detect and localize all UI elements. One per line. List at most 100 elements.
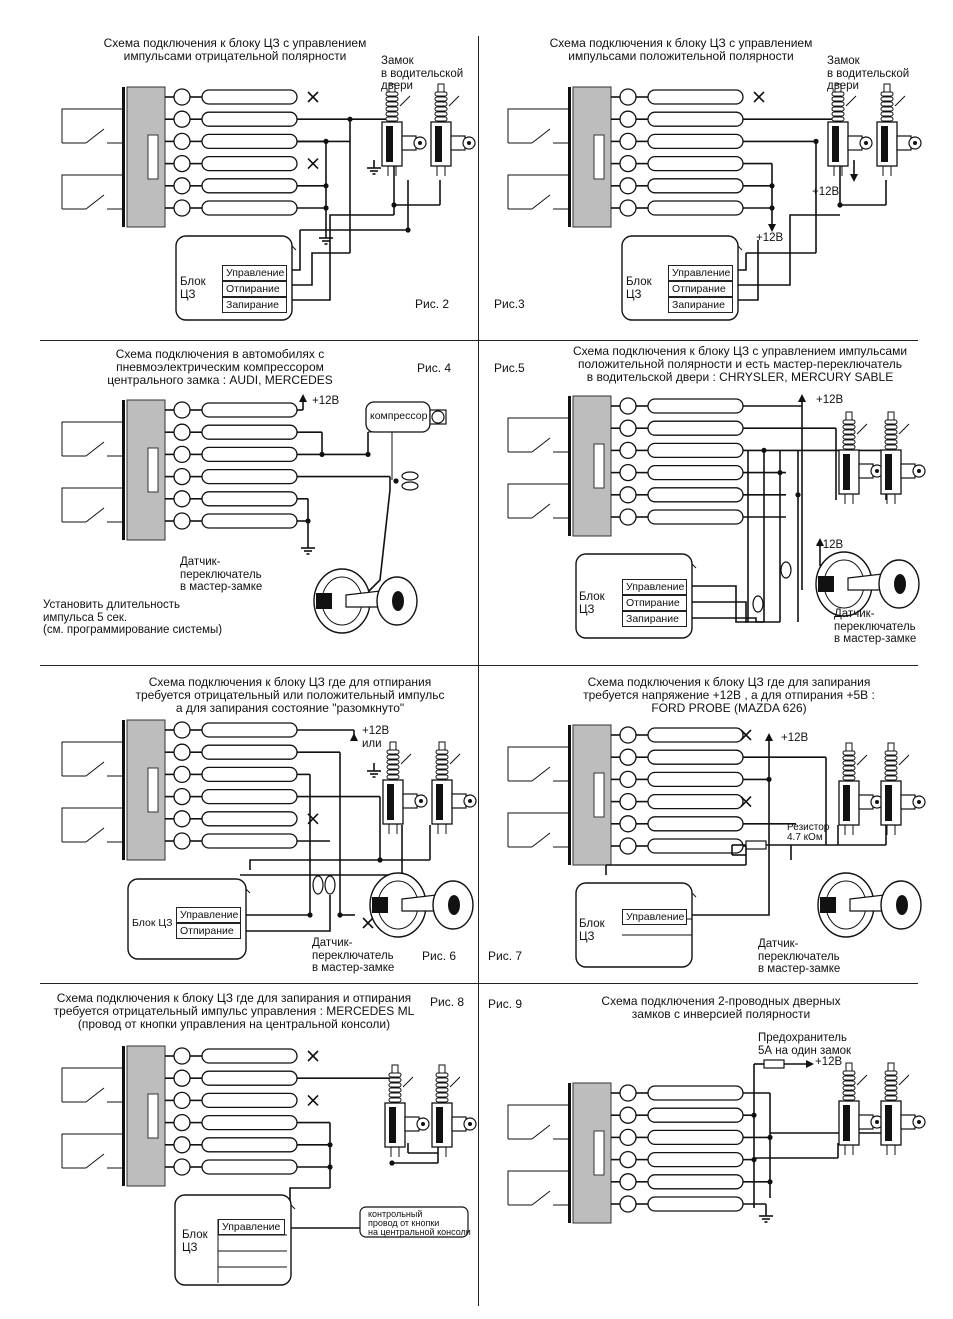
actuator-lever	[448, 95, 460, 107]
actuator-spring	[388, 1097, 402, 1103]
arrow-up	[299, 394, 307, 402]
actuator-pivot-center	[418, 141, 422, 145]
unit-label: Блок ЦЗ	[180, 276, 206, 301]
wire-sleeve	[201, 424, 298, 440]
actuator-spring	[884, 444, 898, 450]
door-lock-label: Замок в водительской двери	[827, 55, 910, 92]
junction-dot	[813, 138, 819, 144]
pin-socket	[173, 832, 191, 850]
actuator-spring	[831, 91, 845, 97]
junction-dot	[389, 1160, 395, 1166]
actuator-spring	[884, 424, 898, 430]
actuator-spring	[385, 111, 399, 117]
horizontal-divider-1	[40, 340, 918, 341]
cut-mark	[740, 729, 752, 741]
panel-fig8: Схема подключения к блоку ЦЗ где для зап…	[0, 983, 478, 1319]
wire-sleeve	[201, 491, 298, 507]
actuator-spring	[842, 1080, 856, 1086]
terminal-control: Управление	[218, 1219, 285, 1235]
junction-dot	[323, 183, 329, 189]
junction-dot	[327, 1142, 333, 1148]
pin-socket	[173, 512, 191, 530]
actuator-rod	[887, 742, 895, 752]
actuator-rod	[883, 83, 891, 93]
figure-number: Рис.5	[494, 361, 525, 375]
actuator-spring	[435, 774, 449, 780]
junction-dot	[769, 205, 775, 211]
actuator-lever	[449, 753, 461, 765]
relay-contact	[531, 1190, 551, 1206]
panel-fig2: Схема подключения к блоку ЦЗ с управлени…	[0, 0, 478, 340]
actuator-spring	[842, 424, 856, 430]
relay-wire	[507, 1170, 570, 1205]
wire-sleeve	[647, 1174, 744, 1190]
panel-title: Схема подключения к блоку ЦЗ где для зап…	[583, 675, 875, 715]
figure-number: Рис. 9	[488, 997, 523, 1011]
wire-sleeve	[647, 838, 744, 854]
pin-socket	[173, 1158, 191, 1176]
actuator-spring	[385, 91, 399, 97]
actuator-spring	[880, 116, 894, 122]
actuator-rod	[388, 83, 396, 93]
relay-wire	[507, 1104, 570, 1139]
control-unit-box	[174, 1194, 292, 1286]
wire-sleeve	[647, 771, 744, 788]
actuator-stripe	[435, 126, 442, 162]
actuator-spring	[842, 1085, 856, 1091]
junction-dot	[751, 1112, 757, 1118]
actuator-stripe	[885, 1105, 892, 1141]
pin-socket	[619, 815, 637, 833]
panel-fig3: Схема подключения к блоку ЦЗ с управлени…	[446, 0, 924, 340]
actuator-stripe	[387, 784, 394, 820]
console-wire-label: контрольный провод от кнопки на централь…	[368, 1209, 471, 1237]
key-cylinder-band	[820, 897, 836, 913]
actuator-spring	[388, 1072, 402, 1078]
cutter-handle	[401, 481, 419, 491]
wire-sleeve	[201, 468, 298, 485]
connector-latch	[147, 447, 159, 493]
actuator-spring	[880, 96, 894, 102]
relay-contact	[531, 766, 551, 782]
key-hole	[448, 895, 460, 915]
actuator-spring	[884, 760, 898, 766]
wire-sleeve	[647, 442, 744, 459]
actuator-spring	[435, 759, 449, 765]
cut-mark	[307, 1050, 319, 1062]
pin-socket	[619, 132, 637, 151]
actuator-stripe	[881, 126, 888, 162]
actuator-spring	[388, 1092, 402, 1098]
actuator-pivot-center	[917, 1120, 921, 1124]
actuator-spring	[388, 1087, 402, 1093]
actuator-spring	[831, 101, 845, 107]
pin-socket	[619, 463, 637, 482]
actuator-pivot-center	[917, 800, 921, 804]
connector-housing	[572, 724, 612, 866]
actuator-stripe	[885, 454, 892, 490]
pin-socket	[173, 1113, 191, 1132]
fuse	[763, 1059, 785, 1069]
terminal-lock: Запирание	[668, 297, 733, 313]
terminal-control: Управление	[622, 579, 687, 595]
actuator-lever	[856, 1074, 868, 1086]
pin-socket	[173, 721, 191, 739]
actuator-lever	[898, 1074, 910, 1086]
console-wire-box	[359, 1206, 469, 1238]
box-shadow	[737, 245, 743, 251]
actuator-spring	[842, 770, 856, 776]
wire-sleeve	[201, 1159, 298, 1175]
junction-dot	[761, 447, 767, 453]
junction-dot	[305, 518, 311, 524]
cut-mark	[307, 1094, 319, 1106]
junction-dot	[777, 470, 783, 476]
connector-latch	[593, 1130, 605, 1176]
actuator-spring	[842, 1095, 856, 1101]
pin-socket	[173, 1091, 191, 1110]
actuator-spring	[435, 1097, 449, 1103]
wire-sleeve	[647, 509, 744, 525]
box-shadow	[245, 888, 251, 894]
plus12v-label: +12В	[816, 394, 844, 406]
pin-socket	[619, 441, 637, 460]
actuator-spring	[880, 91, 894, 97]
wire	[692, 910, 770, 916]
unit-label: Блок ЦЗ	[579, 918, 605, 943]
